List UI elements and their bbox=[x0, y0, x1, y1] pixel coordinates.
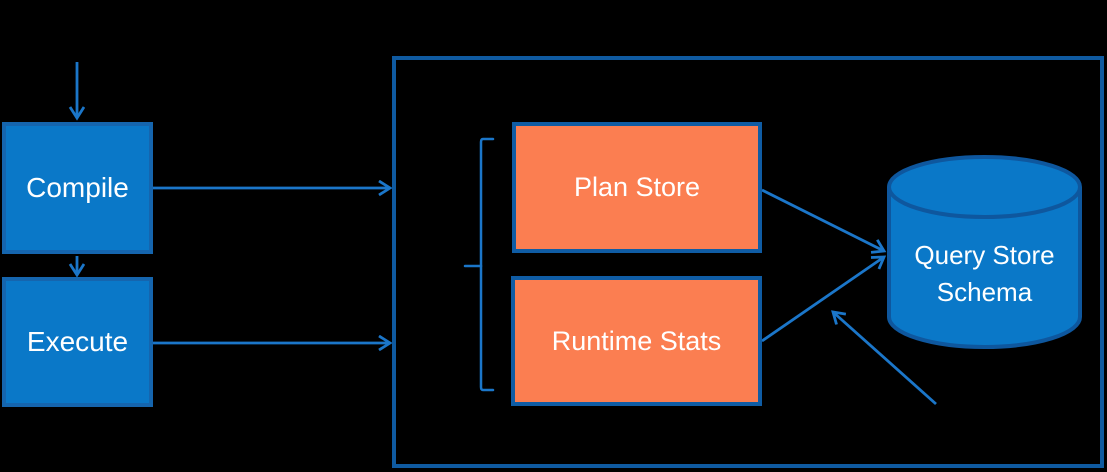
database-cylinder-icon bbox=[887, 155, 1082, 349]
query-store-schema-cylinder: Query Store Schema bbox=[889, 212, 1080, 336]
execute-box: Execute bbox=[2, 277, 153, 407]
arrow-plan-store-to-schema bbox=[761, 188, 884, 251]
arrow-offscreen-to-schema bbox=[833, 312, 937, 406]
runtime-stats-box: Runtime Stats bbox=[511, 276, 762, 406]
query-store-group-outline bbox=[392, 56, 1104, 468]
grouping-bracket-icon bbox=[463, 137, 495, 392]
compile-box: Compile bbox=[2, 122, 153, 254]
execute-label: Execute bbox=[26, 326, 129, 357]
query-store-schema-label: Query Store Schema bbox=[914, 240, 1055, 307]
runtime-stats-label: Runtime Stats bbox=[551, 325, 722, 356]
plan-store-label: Plan Store bbox=[573, 172, 701, 202]
compile-label: Compile bbox=[26, 172, 129, 203]
plan-store-box: Plan Store bbox=[512, 122, 762, 253]
arrow-runtime-stats-to-schema bbox=[761, 257, 884, 343]
